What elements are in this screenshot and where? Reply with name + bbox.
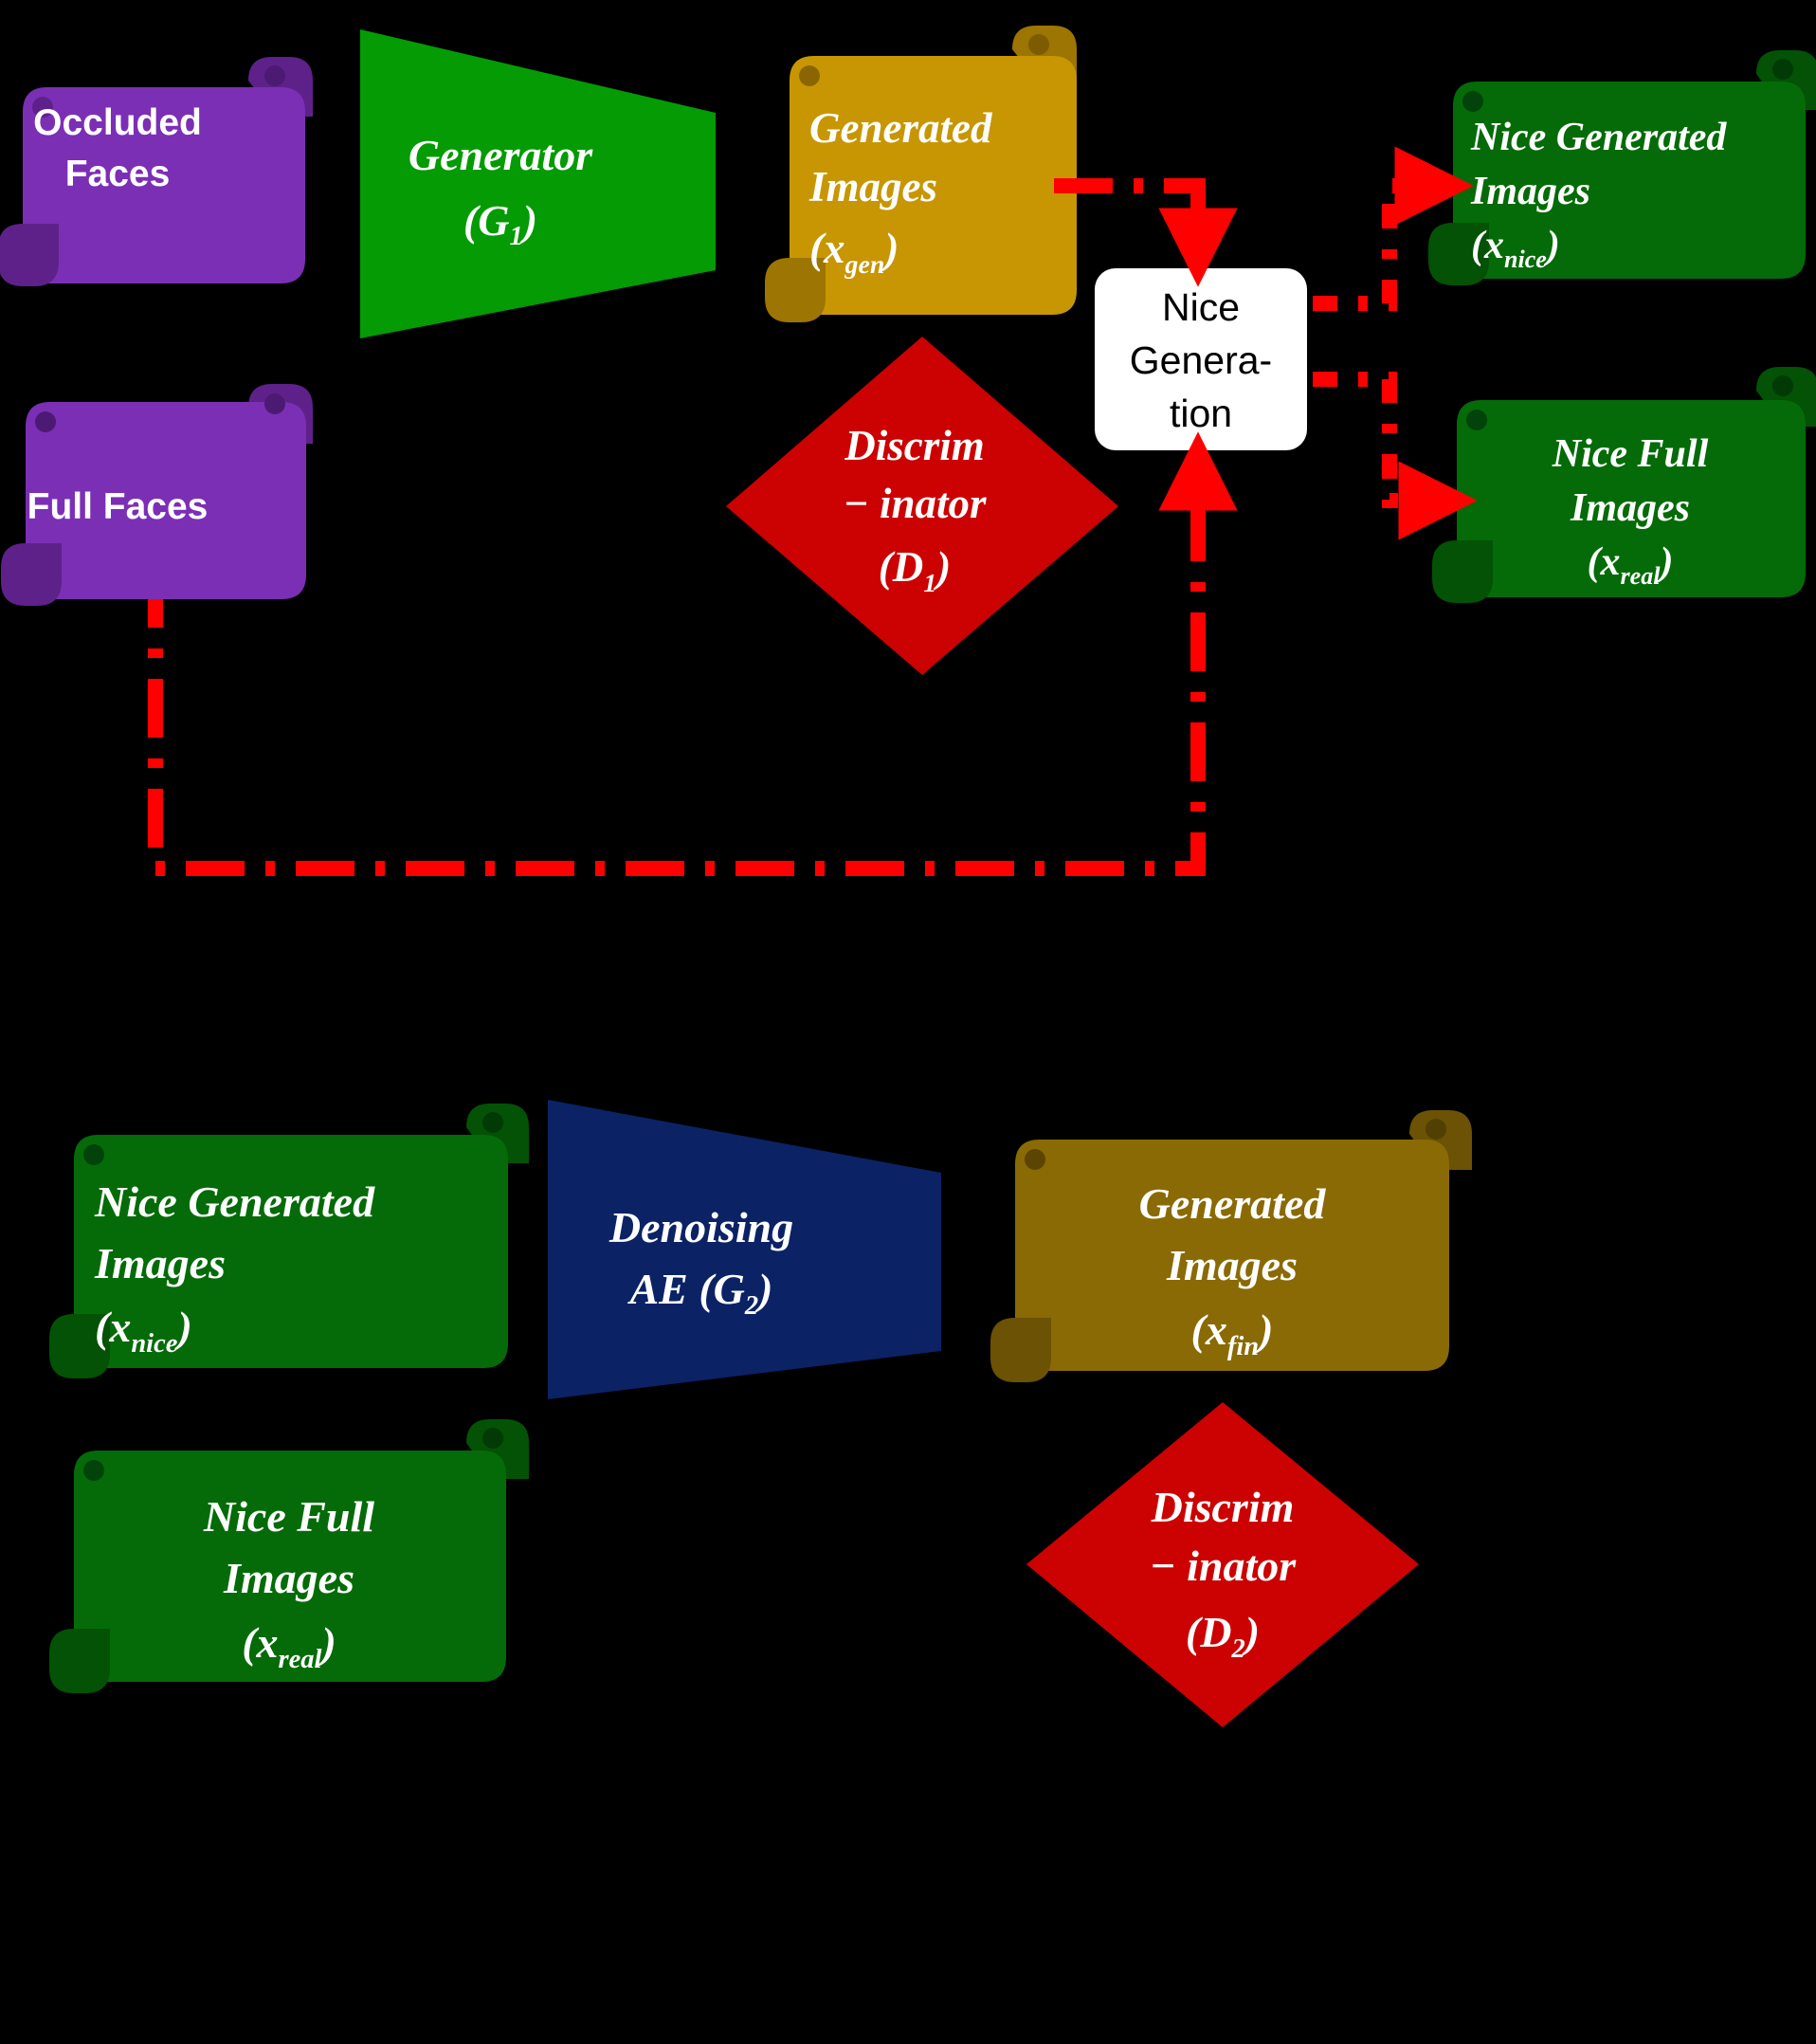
s2-nice-full-line-1: Nice Full [203,1492,374,1541]
discriminator2-line-1: Discrim [1151,1483,1295,1531]
banner-body [74,1451,506,1682]
node-full-faces[interactable]: Full Faces [1,384,313,606]
banner-tab-bottom-left [0,224,59,286]
banner-curl-left [35,411,56,432]
s2-nice-generated-line-1: Nice Generated [94,1177,375,1226]
node-occluded-faces[interactable]: Occluded Faces [0,57,313,286]
banner-tab-bottom-left [990,1318,1051,1382]
nice-generation-line-3: tion [1170,392,1232,435]
banner-body [1457,400,1806,597]
node-generator-g1[interactable]: Generator (G1) [360,29,716,338]
banner-curl-right [1772,59,1793,80]
s2-nice-generated-line-3: (xnice) [95,1303,192,1359]
occluded-faces-line-1: Occluded [33,102,202,143]
trapezoid-body [360,29,716,338]
node-nice-full-images-stage1[interactable]: Nice Full Images (xreal) [1432,367,1816,603]
discriminator2-line-2: − inator [1150,1542,1298,1590]
occluded-faces-line-2: Faces [65,154,171,194]
nice-generated-line-1: Nice Generated [1470,116,1727,159]
generator-label-line-1: Generator [409,131,593,179]
full-faces-label: Full Faces [27,486,209,527]
discriminator1-line-2: − inator [843,480,987,527]
banner-curl-left [83,1460,104,1481]
edge-generated-to-nice-generation [1054,178,1238,287]
banner-curl-left [1466,410,1487,430]
discriminator2-line-3: (D2) [1186,1608,1260,1664]
nice-generation-line-1: Nice [1162,285,1240,329]
edge-path [1054,178,1238,287]
banner-body [1453,82,1806,279]
banner-tab-bottom-left [49,1314,110,1378]
diamond-body [726,337,1118,675]
trapezoid-body [548,1100,941,1399]
nice-generated-line-3: (xnice) [1471,224,1560,273]
denoising-ae-line-2: AE (G2) [627,1265,773,1321]
generated-images-line-2: Images [808,163,937,210]
banner-body [26,402,306,599]
node-nice-generation[interactable]: Nice Genera- tion [1095,268,1307,450]
edge-path [148,431,1238,876]
banner-tab-bottom-left [1428,223,1489,285]
banner-body [1015,1140,1449,1371]
s2-nice-full-line-3: (xreal) [242,1618,336,1674]
discriminator1-line-3: (D1) [879,543,951,598]
process-body [1095,268,1307,450]
generated-images-line-1: Generated [809,104,993,152]
s2-generated-fin-line-1: Generated [1139,1179,1327,1228]
banner-body [23,87,305,283]
nice-generation-line-2: Genera- [1130,338,1272,382]
banner-tab-bottom-left [765,258,826,322]
banner-curl-left [1025,1149,1045,1170]
node-discriminator-d2[interactable]: Discrim − inator (D2) [1026,1402,1419,1727]
banner-curl-left [799,65,820,86]
nice-full-line-1: Nice Full [1552,432,1709,476]
stage-2-group: Nice Generated Images (xnice) Nice Full … [49,1100,1472,1727]
generator-label-line-2: (G1) [463,196,537,251]
banner-body [74,1135,508,1368]
s2-nice-full-line-2: Images [223,1554,354,1602]
banner-curl-right [264,65,285,86]
banner-tab-bottom-left [1432,540,1493,603]
nice-generated-line-2: Images [1470,170,1590,213]
node-nice-generated-images-stage1[interactable]: Nice Generated Images (xnice) [1428,50,1816,285]
nice-full-line-2: Images [1570,486,1690,530]
banner-curl-left [83,1144,104,1165]
node-nice-full-images-stage2[interactable]: Nice Full Images (xreal) [49,1419,529,1693]
banner-curl-right [482,1428,503,1449]
banner-curl-right [1426,1119,1446,1140]
denoising-ae-line-1: Denoising [608,1203,793,1251]
banner-curl-left [1462,91,1483,112]
discriminator1-line-1: Discrim [844,422,985,469]
banner-curl-right [264,393,285,414]
edge-full-faces-to-nice-generation [148,431,1238,876]
s2-generated-fin-line-2: Images [1166,1241,1298,1289]
nice-full-line-3: (xreal) [1588,540,1674,590]
banner-curl-right [1028,34,1049,55]
node-discriminator-d1[interactable]: Discrim − inator (D1) [726,337,1118,675]
generated-images-line-3: (xgen) [809,225,899,280]
banner-tab-bottom-left [1,543,62,606]
stage-1-group: Occluded Faces Generator (G1) Generated … [0,26,1816,876]
node-denoising-ae-g2[interactable]: Denoising AE (G2) [548,1100,941,1399]
s2-nice-generated-line-2: Images [94,1239,226,1287]
node-generated-images[interactable]: Generated Images (xgen) [765,26,1077,322]
node-generated-images-fin[interactable]: Generated Images (xfin) [990,1110,1472,1382]
s2-generated-fin-line-3: (xfin) [1191,1305,1274,1361]
banner-body [790,56,1077,315]
banner-curl-right [482,1112,503,1133]
banner-curl-right [1772,375,1793,396]
banner-curl-left [32,97,53,118]
banner-tab-bottom-left [49,1629,110,1693]
node-nice-generated-images-stage2[interactable]: Nice Generated Images (xnice) [49,1104,529,1378]
diamond-body [1026,1402,1419,1727]
